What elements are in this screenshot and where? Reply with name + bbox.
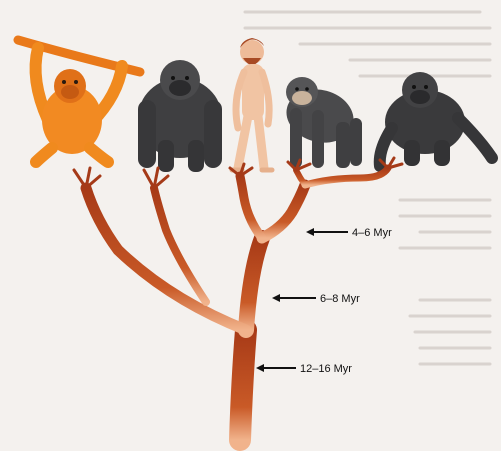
human-illustration: [232, 38, 272, 170]
orangutan-illustration: [18, 40, 140, 162]
tree-branch-node2: [246, 238, 262, 330]
divergence-label-1: 4–6 Myr: [352, 227, 392, 239]
divergence-label-3: 12–16 Myr: [300, 363, 352, 375]
divergence-annotation-1: 4–6 Myr: [306, 227, 392, 239]
gorilla-illustration: [138, 60, 222, 172]
divergence-annotation-2: 6–8 Myr: [272, 293, 360, 305]
tree-branch-human: [240, 176, 262, 238]
tree-trunk: [240, 330, 246, 440]
divergence-label-2: 6–8 Myr: [320, 293, 360, 305]
divergence-arrowhead-2: [272, 294, 280, 302]
background-text-lines: [245, 12, 490, 364]
tree-branch-node3: [262, 185, 305, 238]
divergence-annotation-3: 12–16 Myr: [256, 363, 352, 375]
tree-branch-orangutan: [86, 188, 246, 330]
bonobo-illustration: [380, 72, 492, 166]
divergence-arrowhead-1: [306, 228, 314, 236]
divergence-arrowhead-3: [256, 364, 264, 372]
chimpanzee-illustration: [280, 77, 362, 168]
tree-branch-bonobo: [305, 168, 388, 185]
